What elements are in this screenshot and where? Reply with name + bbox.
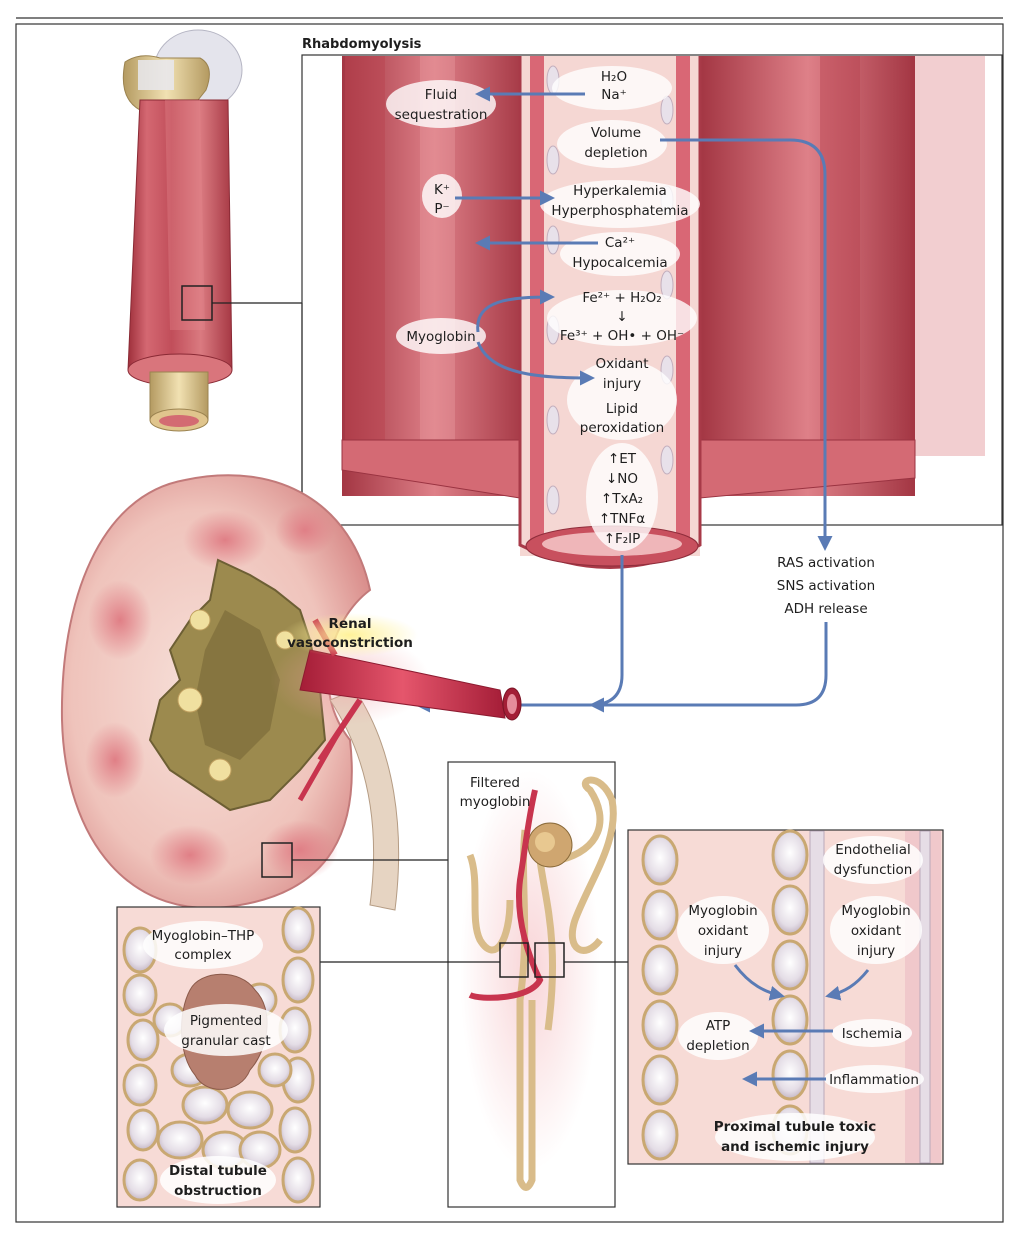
kidney-illustration	[60, 474, 522, 911]
mediator-f2ip: ↑F₂IP	[604, 531, 641, 547]
reaction-arrow-label: ↓	[616, 309, 627, 325]
depletion-label: depletion	[584, 145, 647, 161]
arrow-systemic-artery	[589, 622, 828, 713]
renal-label: Renal	[329, 616, 372, 632]
lipid-label: Lipid	[606, 401, 638, 417]
vasoconstriction-label: vasoconstriction	[287, 635, 413, 651]
myoglobin-label: Myoglobin	[406, 329, 475, 345]
fenton-reactants-label: Fe²⁺ + H₂O₂	[582, 290, 661, 306]
obstruction-label: obstruction	[174, 1183, 262, 1199]
proximal-arrows	[733, 964, 870, 1087]
mediator-tnfa: ↑TNFα	[599, 511, 645, 527]
proximal-caption-line-1: Proximal tubule toxic	[714, 1119, 877, 1135]
inflammation-label: Inflammation	[829, 1072, 919, 1088]
hyperphosphatemia-label: Hyperphosphatemia	[551, 203, 688, 219]
calcium-label: Ca²⁺	[605, 235, 635, 251]
sodium-label: Na⁺	[601, 87, 627, 103]
oxidant-label: Oxidant	[595, 356, 648, 372]
panel-title-rhabdomyolysis: Rhabdomyolysis	[302, 37, 422, 52]
arrow-oxidant	[476, 341, 595, 386]
arrow-oxidant-left	[733, 964, 785, 1001]
oxidant-left-line-2: oxidant	[698, 923, 748, 939]
sns-activation-label: SNS activation	[777, 578, 875, 594]
granular-cast-label: granular cast	[181, 1033, 270, 1049]
oxidant-left-line-3: injury	[704, 943, 742, 959]
nephron-panel-frame	[447, 761, 616, 1208]
myoglobin-filtered-label: myoglobin	[460, 794, 531, 810]
sequestration-label: sequestration	[395, 107, 488, 123]
phosphate-label: P⁻	[434, 201, 449, 217]
proximal-caption-line-2: and ischemic injury	[721, 1139, 869, 1155]
hyperkalemia-label: Hyperkalemia	[573, 183, 667, 199]
label-glows	[386, 66, 700, 551]
pigmented-label: Pigmented	[190, 1013, 262, 1029]
oxidant-right-line-3: injury	[857, 943, 895, 959]
nephron-illustration	[460, 770, 617, 1191]
mediator-et: ↑ET	[608, 451, 637, 467]
potassium-label: K⁺	[434, 182, 450, 198]
water-label: H₂O	[601, 69, 627, 85]
rhabdo-arrows	[415, 86, 833, 713]
nephron-distal-box	[499, 942, 529, 978]
hypocalcemia-label: Hypocalcemia	[572, 255, 667, 271]
ischemia-label: Ischemia	[842, 1026, 902, 1042]
volume-label: Volume	[591, 125, 641, 141]
oxidant-right-line-1: Myoglobin	[841, 903, 910, 919]
leg-muscle-illustration	[122, 29, 302, 432]
dysfunction-label: dysfunction	[834, 862, 913, 878]
atp-label: ATP	[706, 1018, 731, 1034]
oxidant-right-line-2: oxidant	[851, 923, 901, 939]
fluid-label: Fluid	[425, 87, 457, 103]
arrow-oxidant-right	[825, 969, 870, 1001]
atp-depletion-label: depletion	[686, 1038, 749, 1054]
proximal-tubule-cells	[641, 829, 809, 1161]
arrow-fenton	[476, 289, 555, 333]
filtered-label: Filtered	[470, 775, 520, 791]
mediator-no: ↓NO	[606, 471, 638, 487]
distal-tubule-label: Distal tubule	[169, 1163, 267, 1179]
complex-label: complex	[174, 947, 231, 963]
endothelial-label: Endothelial	[835, 842, 911, 858]
injury-label: injury	[603, 376, 641, 392]
ras-activation-label: RAS activation	[777, 555, 875, 571]
oxidant-left-line-1: Myoglobin	[688, 903, 757, 919]
myoglobin-thp-label: Myoglobin–THP	[152, 928, 255, 944]
fenton-products-label: Fe³⁺ + OH• + OH⁻	[560, 328, 684, 344]
nephron-proximal-box	[534, 942, 565, 978]
mediator-txa2: ↑TxA₂	[601, 491, 643, 507]
peroxidation-label: peroxidation	[580, 420, 664, 436]
arrow-volume-systemic	[660, 138, 833, 551]
adh-release-label: ADH release	[784, 601, 867, 617]
